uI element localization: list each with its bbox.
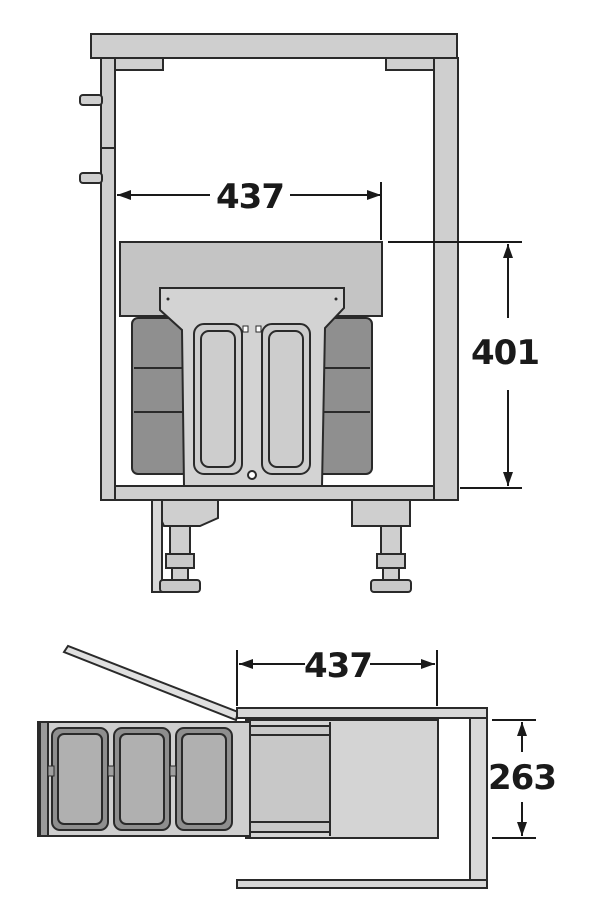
front-view	[79, 33, 459, 593]
top-view	[37, 644, 488, 889]
hinge-pin	[79, 172, 103, 184]
front-width-label: 437	[216, 177, 284, 217]
front-width-dimension	[117, 182, 382, 240]
top-width-label: 437	[304, 646, 372, 686]
top-depth-label: 263	[488, 758, 556, 798]
left-side-panel	[100, 57, 116, 501]
bottom-panel	[114, 485, 435, 501]
right-side-panel	[433, 57, 459, 501]
cabinet-frame-right	[469, 717, 488, 881]
top-bracket-left	[114, 57, 164, 71]
top-bracket-right	[385, 57, 435, 71]
handle-slot-right	[261, 323, 311, 475]
countertop	[90, 33, 458, 59]
front-height-label: 401	[471, 333, 539, 373]
leg-right	[348, 499, 412, 593]
front-height-dimension	[388, 241, 522, 489]
cabinet-frame-top-rail	[236, 707, 488, 719]
lid	[62, 644, 240, 722]
top-depth-dimension	[492, 719, 536, 839]
cabinet-frame-bottom-rail	[236, 879, 488, 889]
top-width-dimension	[236, 650, 438, 706]
leg-left	[150, 499, 219, 593]
handle-slot-left	[193, 323, 243, 475]
hinge-pin	[79, 94, 103, 106]
front-plate	[159, 287, 345, 487]
bin-left	[131, 317, 189, 475]
